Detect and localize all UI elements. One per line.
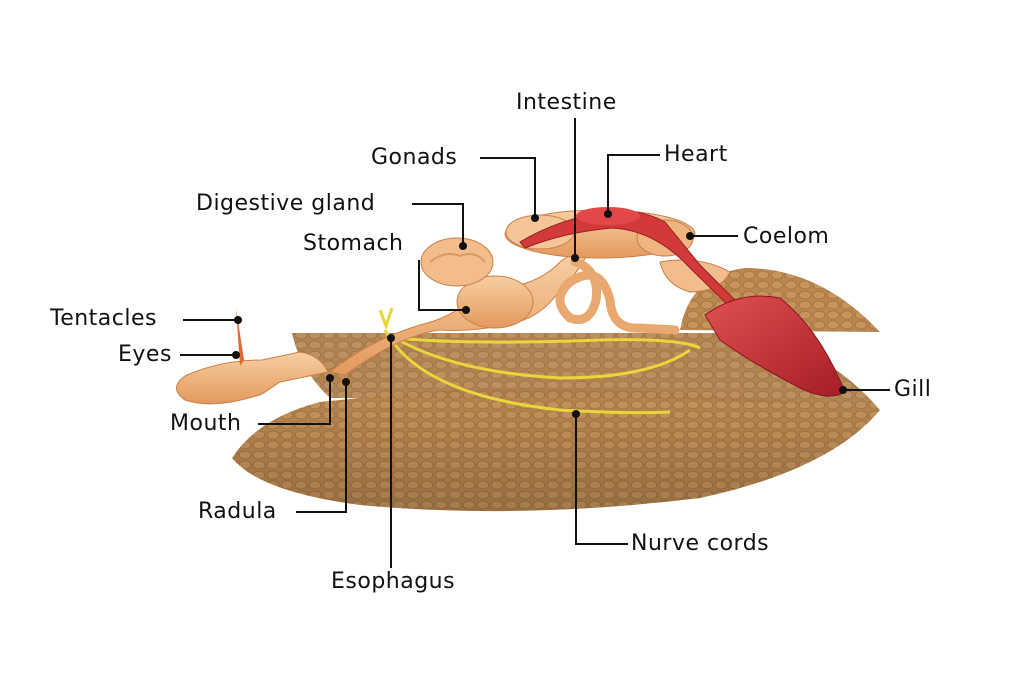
- label-stomach: Stomach: [303, 231, 404, 256]
- label-gill: Gill: [894, 377, 932, 402]
- label-esophagus: Esophagus: [331, 569, 456, 594]
- label-eyes: Eyes: [118, 342, 172, 367]
- nerve-cords-shape: [378, 307, 701, 415]
- foot-body: [232, 388, 880, 512]
- leader-lines: [180, 118, 890, 568]
- label-nerve-cords: Nurve cords: [631, 531, 770, 556]
- intestine-loops: [555, 257, 680, 335]
- label-tentacles: Tentacles: [50, 306, 157, 331]
- digestive-tract: [328, 237, 586, 376]
- label-intestine: Intestine: [516, 90, 617, 115]
- leader-dots: [232, 210, 847, 418]
- label-coelom: Coelom: [743, 224, 830, 249]
- label-gonads: Gonads: [371, 145, 458, 170]
- label-digestive-gland: Digestive gland: [196, 191, 376, 216]
- label-radula: Radula: [198, 499, 277, 524]
- label-heart: Heart: [664, 142, 728, 167]
- mantle: [292, 333, 880, 410]
- label-mouth: Mouth: [170, 411, 242, 436]
